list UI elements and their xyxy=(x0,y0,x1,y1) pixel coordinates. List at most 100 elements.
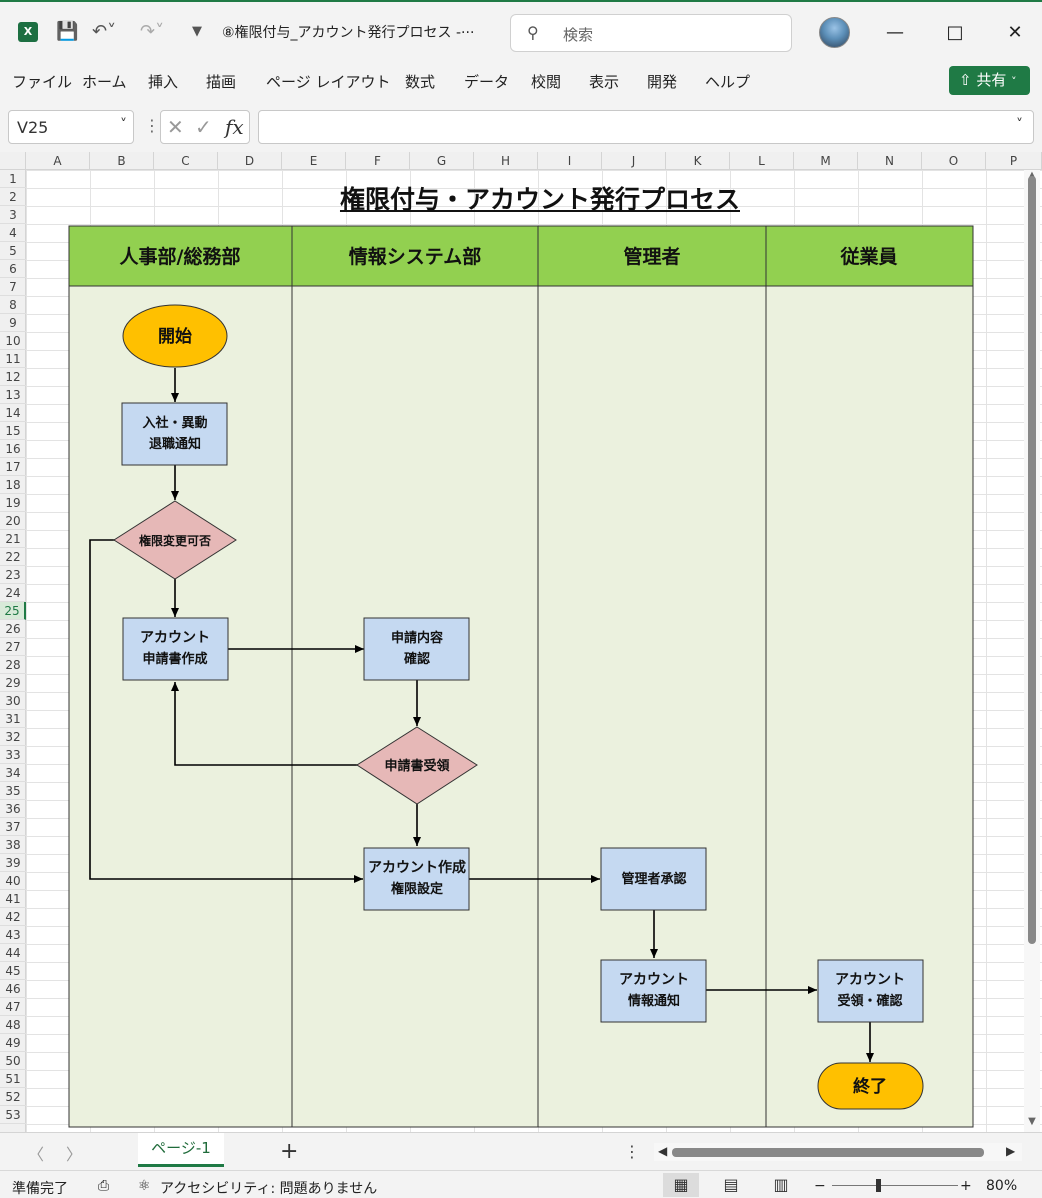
row-header[interactable]: 51 xyxy=(0,1070,26,1088)
row-header[interactable]: 34 xyxy=(0,764,26,782)
row-header[interactable]: 37 xyxy=(0,818,26,836)
row-header[interactable]: 47 xyxy=(0,998,26,1016)
normal-view-icon[interactable]: ▦ xyxy=(663,1173,699,1197)
column-header[interactable]: C xyxy=(154,152,218,170)
column-header[interactable]: G xyxy=(410,152,474,170)
tab-formulas[interactable]: 数式 xyxy=(405,73,436,91)
row-header[interactable]: 48 xyxy=(0,1016,26,1034)
page-break-view-icon[interactable]: ▥ xyxy=(773,1175,789,1194)
row-header[interactable]: 39 xyxy=(0,854,26,872)
name-box[interactable]: V25 ˅ xyxy=(8,110,134,144)
row-header[interactable]: 19 xyxy=(0,494,26,512)
user-avatar[interactable] xyxy=(819,17,850,48)
close-button[interactable]: ✕ xyxy=(1007,22,1023,43)
share-button[interactable]: ⇧ 共有 ˅ xyxy=(949,66,1030,95)
tab-data[interactable]: データ xyxy=(464,73,510,91)
row-header[interactable]: 25 xyxy=(0,602,26,620)
scroll-left-icon[interactable]: ◀ xyxy=(658,1144,668,1158)
scroll-up-icon[interactable]: ▲ xyxy=(1024,170,1040,181)
row-header[interactable]: 40 xyxy=(0,872,26,890)
row-header[interactable]: 44 xyxy=(0,944,26,962)
row-header[interactable]: 17 xyxy=(0,458,26,476)
row-header[interactable]: 26 xyxy=(0,620,26,638)
zoom-in-button[interactable]: + xyxy=(960,1178,972,1194)
row-header[interactable]: 52 xyxy=(0,1088,26,1106)
row-header[interactable]: 23 xyxy=(0,566,26,584)
row-header[interactable]: 38 xyxy=(0,836,26,854)
row-header[interactable]: 3 xyxy=(0,206,26,224)
column-header[interactable]: E xyxy=(282,152,346,170)
vertical-scrollbar[interactable]: ▲ ▼ xyxy=(1024,170,1040,1132)
row-header[interactable]: 8 xyxy=(0,296,26,314)
zoom-out-button[interactable]: − xyxy=(814,1178,826,1194)
next-sheet-icon[interactable]: 〉 xyxy=(66,1145,83,1164)
row-header[interactable]: 21 xyxy=(0,530,26,548)
row-header[interactable]: 12 xyxy=(0,368,26,386)
chevron-down-icon[interactable]: ˅ xyxy=(1016,117,1023,133)
row-header[interactable]: 15 xyxy=(0,422,26,440)
tab-developer[interactable]: 開発 xyxy=(647,73,678,91)
row-header[interactable]: 30 xyxy=(0,692,26,710)
column-header[interactable]: H xyxy=(474,152,538,170)
tab-file[interactable]: ファイル xyxy=(12,73,73,91)
accessibility-icon[interactable]: ⚛ xyxy=(138,1178,151,1194)
row-header[interactable]: 27 xyxy=(0,638,26,656)
row-header[interactable]: 24 xyxy=(0,584,26,602)
row-header[interactable]: 36 xyxy=(0,800,26,818)
row-header[interactable]: 53 xyxy=(0,1106,26,1124)
row-header[interactable]: 28 xyxy=(0,656,26,674)
zoom-slider-handle[interactable] xyxy=(876,1179,881,1192)
more-options-icon[interactable]: ⋮ xyxy=(144,116,160,135)
page-layout-view-icon[interactable]: ▤ xyxy=(723,1175,739,1194)
horizontal-scrollbar[interactable]: ◀ ▶ xyxy=(654,1143,1022,1161)
redo-icon[interactable]: ↷˅ xyxy=(140,21,165,42)
column-header[interactable]: D xyxy=(218,152,282,170)
row-header[interactable]: 50 xyxy=(0,1052,26,1070)
column-header[interactable]: N xyxy=(858,152,922,170)
row-header[interactable]: 16 xyxy=(0,440,26,458)
scroll-down-icon[interactable]: ▼ xyxy=(1028,1116,1036,1127)
row-header[interactable]: 4 xyxy=(0,224,26,242)
zoom-slider[interactable] xyxy=(832,1185,958,1186)
tab-page-layout[interactable]: ページ レイアウト xyxy=(266,73,391,91)
zoom-level[interactable]: 80% xyxy=(986,1178,1018,1194)
row-header[interactable]: 42 xyxy=(0,908,26,926)
prev-sheet-icon[interactable]: 〈 xyxy=(28,1145,45,1164)
column-header[interactable]: O xyxy=(922,152,986,170)
macro-recording-icon[interactable]: ⎙ xyxy=(98,1178,110,1194)
vertical-scroll-thumb[interactable] xyxy=(1028,176,1036,944)
minimize-button[interactable]: — xyxy=(886,22,904,43)
row-header[interactable]: 35 xyxy=(0,782,26,800)
undo-icon[interactable]: ↶˅ xyxy=(92,21,117,42)
search-box[interactable]: ⚲ 検索 xyxy=(510,14,792,52)
column-header[interactable]: B xyxy=(90,152,154,170)
column-header[interactable]: M xyxy=(794,152,858,170)
column-header[interactable]: K xyxy=(666,152,730,170)
sheet-tab[interactable]: ページ-1 xyxy=(138,1133,224,1167)
row-header[interactable]: 11 xyxy=(0,350,26,368)
column-header[interactable]: A xyxy=(26,152,90,170)
row-header[interactable]: 5 xyxy=(0,242,26,260)
row-header[interactable]: 31 xyxy=(0,710,26,728)
insert-function-icon[interactable]: fx xyxy=(225,115,244,139)
more-options-icon[interactable]: ⋮ xyxy=(624,1142,640,1161)
row-header[interactable]: 1 xyxy=(0,170,26,188)
row-header[interactable]: 46 xyxy=(0,980,26,998)
save-icon[interactable]: 💾 xyxy=(56,21,79,42)
tab-view[interactable]: 表示 xyxy=(589,73,620,91)
chevron-down-icon[interactable]: ˅ xyxy=(120,117,127,133)
scroll-right-icon[interactable]: ▶ xyxy=(1006,1144,1016,1158)
tab-review[interactable]: 校閲 xyxy=(531,73,562,91)
enter-icon[interactable]: ✓ xyxy=(195,115,212,139)
row-header[interactable]: 41 xyxy=(0,890,26,908)
column-header[interactable]: J xyxy=(602,152,666,170)
row-header[interactable]: 49 xyxy=(0,1034,26,1052)
row-header[interactable]: 18 xyxy=(0,476,26,494)
tab-draw[interactable]: 描画 xyxy=(206,73,237,91)
row-header[interactable]: 32 xyxy=(0,728,26,746)
row-header[interactable]: 33 xyxy=(0,746,26,764)
accessibility-status[interactable]: アクセシビリティ: 問題ありません xyxy=(160,1181,378,1197)
row-header[interactable]: 45 xyxy=(0,962,26,980)
row-header[interactable]: 6 xyxy=(0,260,26,278)
